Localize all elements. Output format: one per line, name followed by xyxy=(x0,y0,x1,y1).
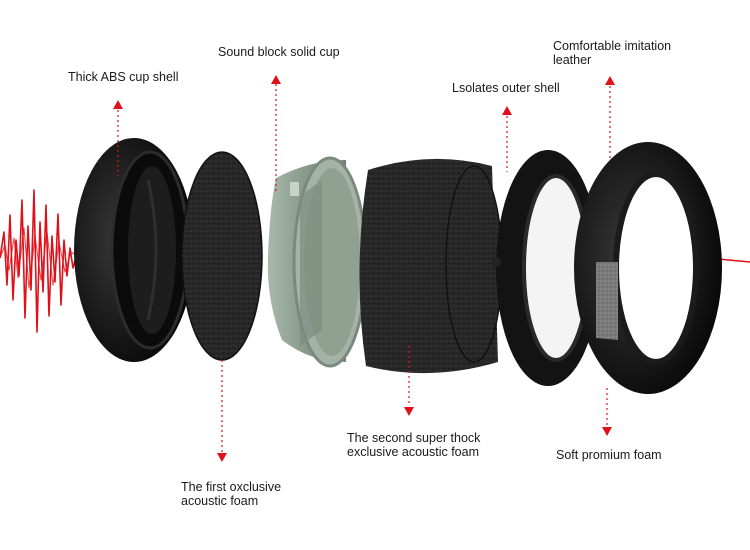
pointer-lines xyxy=(117,84,611,452)
label-soft-foam: Soft promium foam xyxy=(556,448,662,462)
outer-shell-ring xyxy=(491,150,600,386)
sound-wave-left xyxy=(0,189,81,333)
arrow-down-icon xyxy=(217,453,227,462)
second-acoustic-foam xyxy=(359,158,503,374)
first-acoustic-foam xyxy=(181,151,263,361)
abs-cup-shell xyxy=(74,138,194,362)
arrow-up-icon xyxy=(271,75,281,84)
arrow-up-icon xyxy=(113,100,123,109)
label-solid-cup: Sound block solid cup xyxy=(218,45,340,59)
leather-cushion xyxy=(574,142,722,394)
label-imitation-leather: Comfortable imitation leather xyxy=(553,39,672,67)
label-outer-shell: Lsolates outer shell xyxy=(452,81,560,95)
arrow-down-icon xyxy=(404,407,414,416)
arrow-heads xyxy=(113,75,615,462)
label-first-acoustic-foam: The first oxclusive acoustic foam xyxy=(181,480,282,508)
label-second-acoustic-foam: The second super thock exclusive acousti… xyxy=(347,431,481,459)
arrow-down-icon xyxy=(602,427,612,436)
solid-grey-cup xyxy=(267,156,368,368)
label-abs-cup-shell: Thick ABS cup shell xyxy=(68,70,179,84)
arrow-up-icon xyxy=(502,106,512,115)
arrow-up-icon xyxy=(605,76,615,85)
